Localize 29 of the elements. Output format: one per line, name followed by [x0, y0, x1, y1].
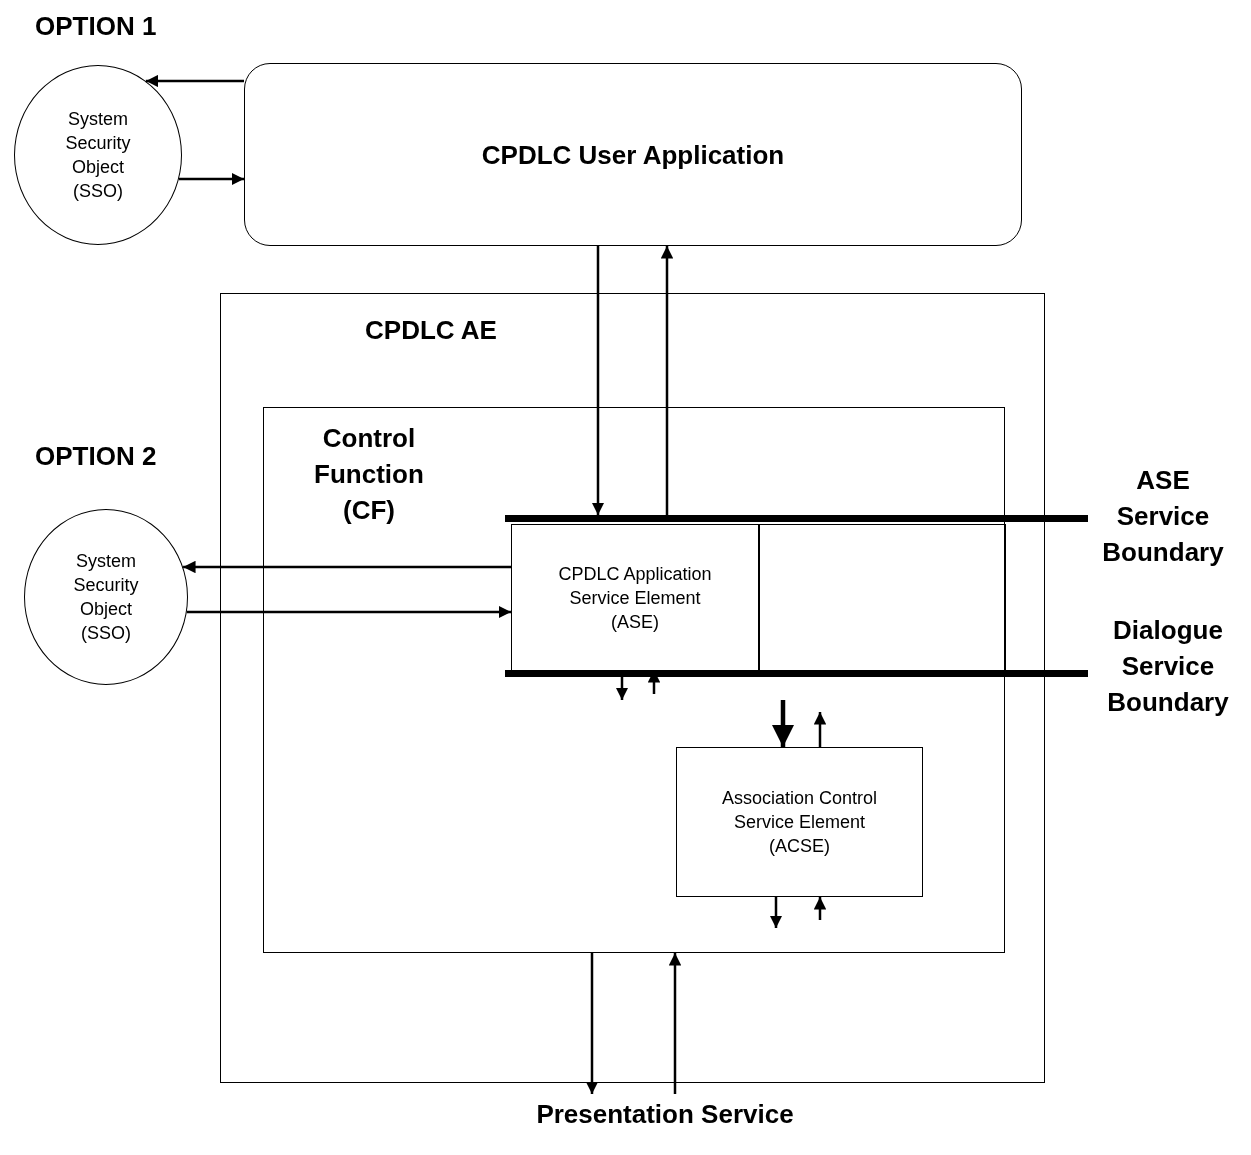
arrow [771, 700, 795, 747]
option-label: OPTION 2 [35, 440, 157, 473]
arrow [145, 74, 244, 88]
frame-title: CPDLC AE [364, 314, 498, 347]
application-box [244, 63, 1022, 246]
node-text: CPDLC Application Service Element (ASE) [557, 563, 713, 634]
option-label: OPTION 1 [35, 10, 157, 43]
arrow [183, 560, 511, 574]
arrow [813, 897, 827, 920]
boundary-bar [505, 670, 1088, 677]
element-box [676, 747, 923, 897]
service-label: Presentation Service [535, 1098, 795, 1131]
entity-frame [220, 293, 1045, 1083]
arrow [186, 605, 511, 619]
arrow [591, 246, 605, 515]
boundary-label: ASE Service Boundary [1101, 464, 1225, 569]
arrow [813, 712, 827, 747]
node-text: System Security Object (SSO) [64, 108, 132, 203]
boundary-label: Dialogue Service Boundary [1106, 614, 1230, 719]
frame-title: Control Function (CF) [313, 422, 425, 527]
node-text: System Security Object (SSO) [72, 550, 140, 645]
arrow [660, 246, 674, 515]
arrow [769, 897, 783, 928]
boundary-bar [505, 515, 1088, 522]
arrow [178, 172, 244, 186]
node-text: CPDLC User Application [480, 138, 786, 172]
arrow [668, 953, 682, 1094]
node-text: Association Control Service Element (ACSE) [720, 787, 879, 858]
arrow [585, 953, 599, 1094]
